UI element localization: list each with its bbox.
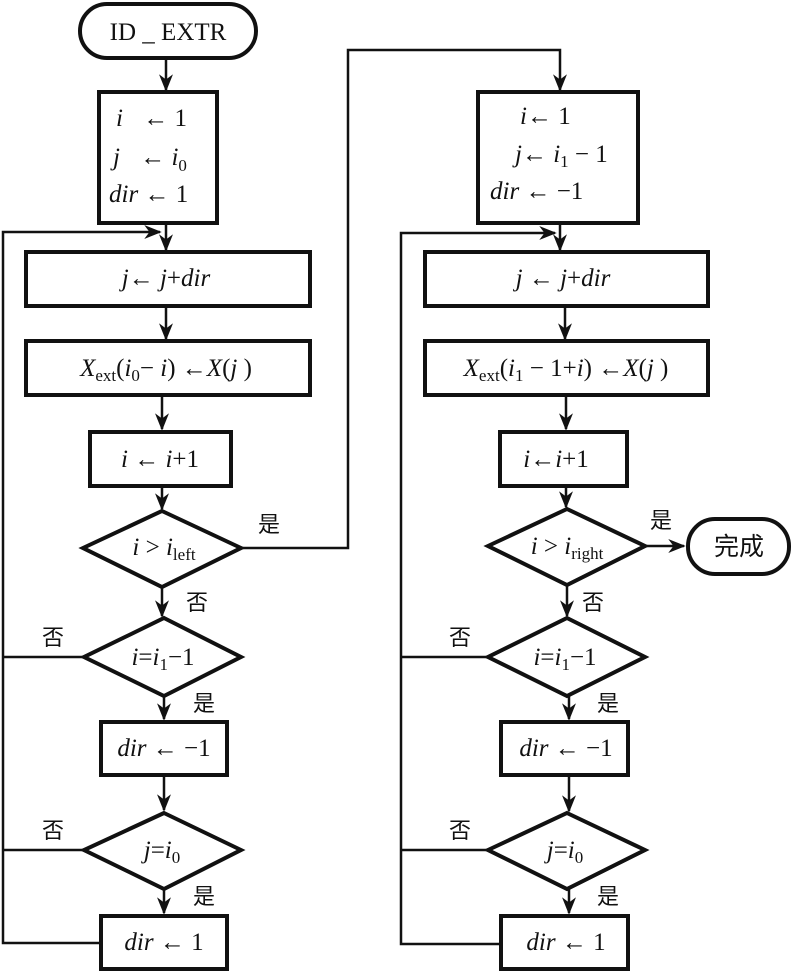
right-decision-i-gt-iright: i > iright [483,506,650,588]
right-cond2-yes-label: 是 [597,692,619,717]
right-step-assign-xext: Xext(i1 − 1+i) ←X(j ) [423,339,710,397]
right-step-dir-1: dir ← 1 [499,914,630,971]
right-decision-i-eq-i1-minus-1-label: i=i1−1 [533,644,596,674]
right-init-box: i← 1 j← i1 − 1 dir ← −1 [476,90,640,225]
connector-to-right-column [241,48,567,550]
left-init-line-3: dir ← 1 [109,181,188,208]
right-decision-j-eq-i0: j=i0 [483,810,650,892]
right-decision-i-gt-iright-label: i > iright [531,533,604,563]
right-cond2-no-label: 否 [449,626,471,651]
right-loop-back-line [399,226,557,946]
left-step-dir-minus-1-label: dir ← −1 [117,735,210,762]
left-init-line-2: j ← i0 [110,144,187,175]
left-cond3-yes-label: 是 [193,885,215,910]
left-step-update-j-label: j← j+dir [119,265,211,292]
left-decision-i-eq-i1-minus-1-label: i=i1−1 [131,644,194,674]
right-step-dir-1-shape [499,914,630,971]
left-step-increment-i: i ← i+1 [88,430,233,488]
right-step-dir-minus-1-shape [499,720,630,777]
left-step-update-j: j← j+dir [24,250,312,308]
right-step-update-j-label: j ← j+dir [513,265,611,292]
right-step-dir-1-label: dir ← 1 [526,929,605,956]
start-label: ID _ EXTR [110,19,227,46]
left-step-increment-i-label: i ← i+1 [121,446,199,473]
left-cond2-no-label: 否 [42,626,64,651]
right-step-dir-minus-1: dir ← −1 [499,720,630,777]
right-cond1-yes-label: 是 [650,509,672,534]
left-decision-i-eq-i1-minus-1: i=i1−1 [79,615,246,699]
right-cond3-yes-label: 是 [597,885,619,910]
left-decision-i-gt-ileft-label: i > ileft [132,534,195,564]
left-decision-i-gt-ileft: i > ileft [78,508,246,590]
left-init-box: i ← 1 j ← i0 dir ← 1 [97,90,219,225]
right-init-line-3: dir ← −1 [490,178,583,205]
left-decision-j-eq-i0: j=i0 [79,810,246,892]
right-cond1-no-label: 否 [582,591,604,616]
left-step-assign-xext: Xext(i0− i) ←X(j ) [24,339,312,397]
left-step-assign-xext-label: Xext(i0− i) ←X(j ) [79,355,252,385]
start-shape [78,2,258,60]
left-cond2-yes-label: 是 [193,692,215,717]
right-init-line-1: i← 1 [520,103,571,130]
left-init-shape [97,90,219,225]
left-step-assign-xext-shape [24,339,312,397]
right-step-dir-minus-1-label: dir ← −1 [519,735,612,762]
right-decision-j-eq-i0-label: j=i0 [544,837,584,867]
left-decision-j-eq-i0-label: j=i0 [141,837,181,867]
end-terminal: 完成 [686,517,791,576]
left-step-update-j-shape [24,250,312,308]
left-cond1-no-label: 否 [186,591,208,616]
right-step-assign-xext-shape [423,339,710,397]
right-step-increment-i-shape [498,430,629,488]
left-init-line-1: i ← 1 [116,105,187,132]
right-init-line-2: j← i1 − 1 [512,141,608,171]
left-cond1-yes-label: 是 [258,513,280,538]
end-label: 完成 [714,532,764,561]
right-step-update-j: j ← j+dir [423,250,710,308]
right-cond3-no-label: 否 [449,819,471,844]
right-init-shape [476,90,640,225]
left-step-dir-1-label: dir ← 1 [124,929,203,956]
left-step-increment-i-shape [88,430,233,488]
right-step-increment-i-label: i←i+1 [523,446,589,473]
right-step-increment-i: i←i+1 [498,430,629,488]
right-decision-i-eq-i1-minus-1-shape [483,615,650,699]
left-cond3-no-label: 否 [42,819,64,844]
left-step-dir-minus-1: dir ← −1 [99,720,229,777]
right-step-assign-xext-label: Xext(i1 − 1+i) ←X(j ) [463,355,669,385]
right-decision-j-eq-i0-shape [483,810,650,892]
end-shape [686,517,791,576]
left-loop-back-line [1,225,162,945]
left-step-dir-1: dir ← 1 [99,914,229,971]
right-step-update-j-shape [423,250,710,308]
right-decision-i-eq-i1-minus-1: i=i1−1 [483,615,650,699]
start-terminal: ID _ EXTR [78,2,258,60]
